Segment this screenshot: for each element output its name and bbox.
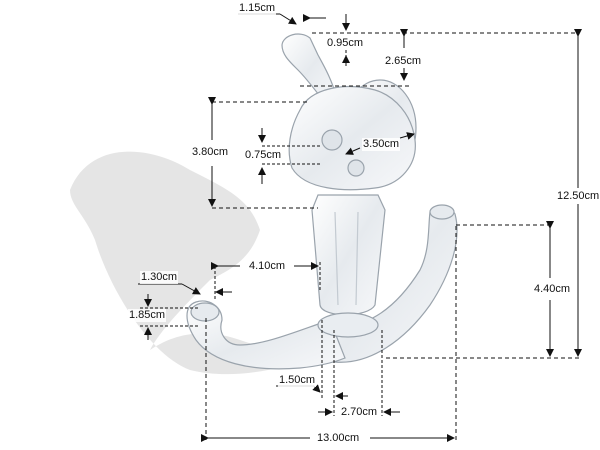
label-total-width: 13.00cm <box>316 432 361 445</box>
label-stem-width: 2.70cm <box>340 406 379 419</box>
label-left-tip-height: 1.85cm <box>128 309 167 322</box>
hook-product <box>186 33 458 370</box>
hook-base <box>317 312 379 338</box>
label-arm-length: 2.65cm <box>384 55 423 68</box>
hook-right-tip <box>429 204 455 220</box>
label-right-arm-height: 4.40cm <box>533 283 572 296</box>
label-total-height: 12.50cm <box>556 190 600 203</box>
label-plate-height: 3.80cm <box>191 146 230 159</box>
label-arm-width: 1.15cm <box>238 2 277 15</box>
label-plate-diameter: 3.50cm <box>362 138 401 151</box>
screw-hole <box>321 129 343 151</box>
label-screw-hole: 0.75cm <box>244 149 283 162</box>
hook-left-arm <box>186 300 346 370</box>
product-shadow <box>70 151 300 375</box>
label-stem-offset: 1.50cm <box>278 374 317 387</box>
label-left-tip-width: 1.30cm <box>140 271 179 284</box>
hook-plate <box>288 86 416 191</box>
label-left-reach: 4.10cm <box>248 260 287 273</box>
screw-hole-2 <box>347 159 365 177</box>
hook-left-tip <box>190 302 220 322</box>
hook-stem <box>311 194 386 316</box>
dimension-lines <box>138 13 582 442</box>
label-arm-top-gap: 0.95cm <box>326 37 365 50</box>
